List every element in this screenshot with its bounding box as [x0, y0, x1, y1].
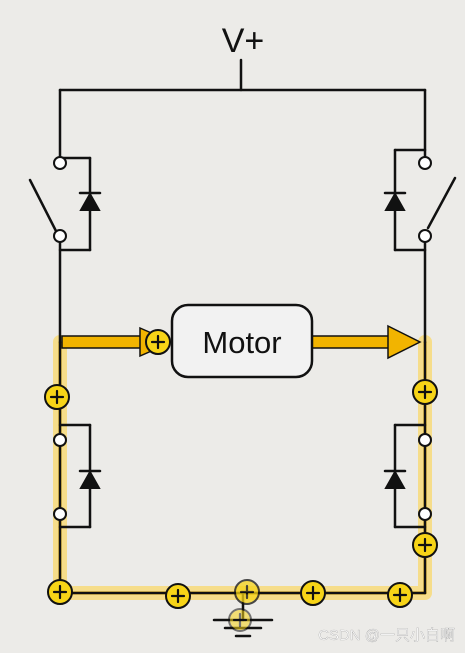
charge-icon	[228, 608, 252, 632]
diode-icon	[384, 469, 406, 489]
charge-icon	[44, 384, 70, 410]
charge-icon	[234, 579, 260, 605]
charge-icon	[387, 582, 413, 608]
charge-icon	[47, 579, 73, 605]
charge-icon	[145, 329, 171, 355]
charge-icon	[165, 583, 191, 609]
motor-label: Motor	[202, 325, 281, 360]
diode-icon	[79, 469, 101, 489]
diode-icon	[384, 191, 406, 211]
bottom-left-switch	[53, 340, 102, 595]
charge-icon	[412, 379, 438, 405]
top-left-switch	[28, 88, 102, 344]
charge-icon	[412, 532, 438, 558]
switch-blade	[426, 176, 457, 230]
current-path-highlight	[53, 335, 432, 600]
supply-label: V+	[222, 22, 265, 60]
right-motor-arrow	[311, 324, 422, 360]
charge-icon	[300, 580, 326, 606]
watermark-text: CSDN @一只小白啊	[318, 627, 455, 644]
top-right-switch	[383, 88, 457, 344]
switch-blade	[28, 178, 59, 235]
diode-icon	[79, 191, 101, 211]
motor: Motor	[170, 303, 314, 379]
